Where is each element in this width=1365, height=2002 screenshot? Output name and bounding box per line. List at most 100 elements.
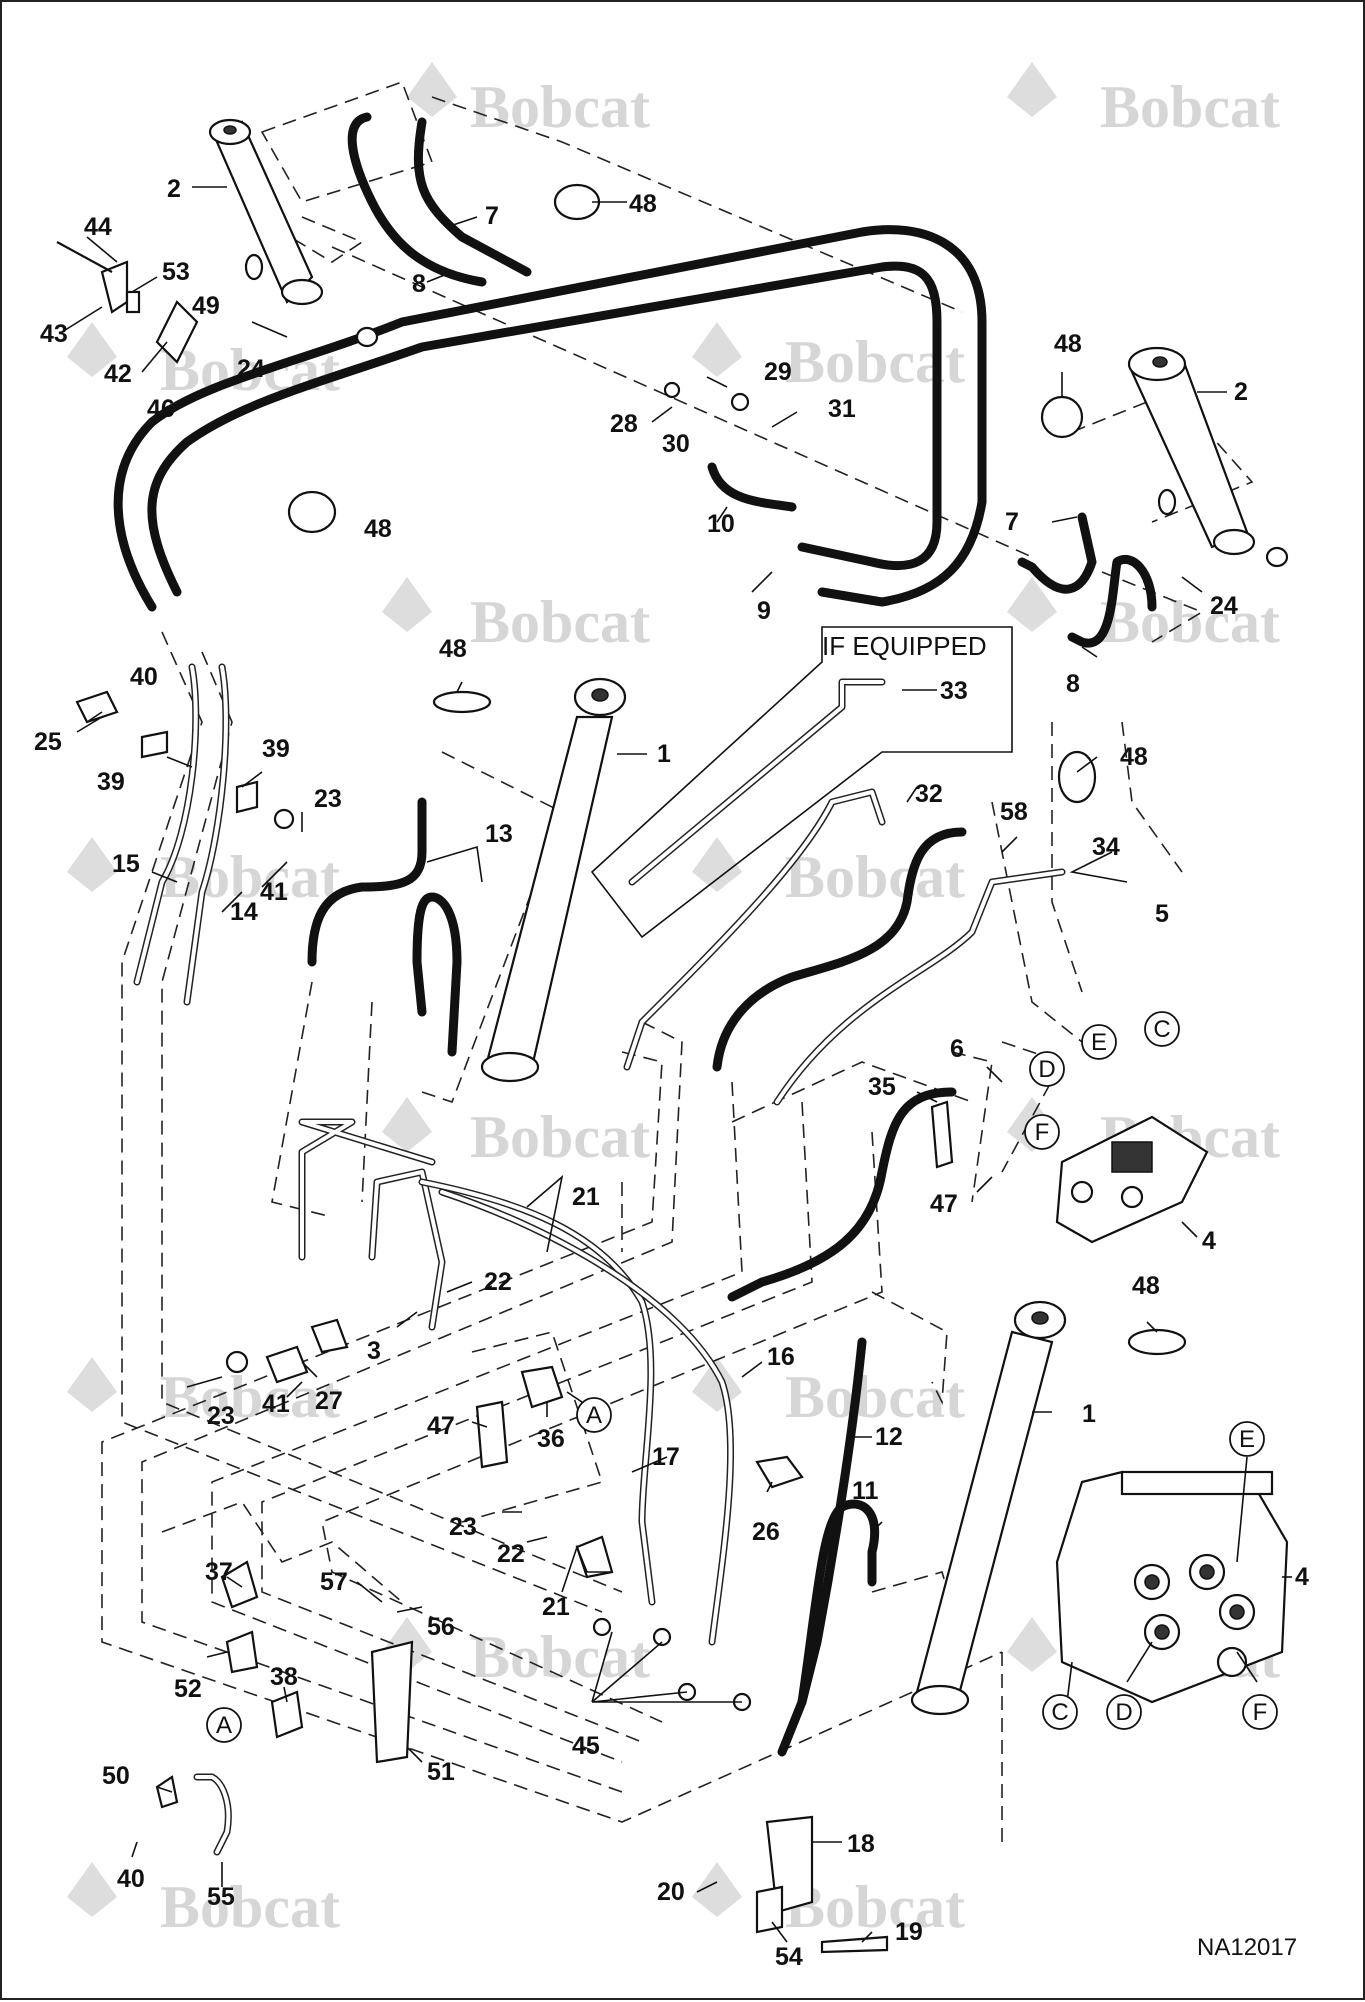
callout-label: 18 <box>847 1830 875 1858</box>
callout-label: 48 <box>1132 1272 1160 1300</box>
o-ring-45a <box>592 1617 612 1637</box>
if-equipped-label: IF EQUIPPED <box>822 631 987 661</box>
callout-label: 22 <box>484 1268 512 1296</box>
callout-label: 41 <box>260 878 288 906</box>
callout-label: 8 <box>1066 670 1080 698</box>
port-marker-c-bottom: C <box>1042 1694 1078 1730</box>
callout-label: 14 <box>230 898 258 926</box>
watermark-logo: Bobcat <box>1007 577 1280 655</box>
callout-label: 43 <box>40 320 68 348</box>
callout-label: 30 <box>662 430 690 458</box>
callout-label: 7 <box>1005 508 1019 536</box>
parts <box>56 118 1289 1954</box>
control-valve-4-bottom <box>1055 1470 1289 1704</box>
watermark-text: Bobcat <box>160 844 340 910</box>
o-ring-24c <box>1157 488 1177 516</box>
callout-label: 24 <box>1210 592 1238 620</box>
block-50 <box>155 1775 179 1809</box>
watermark-logo: Bobcat <box>382 1097 650 1170</box>
port-marker-text: A <box>586 1402 602 1429</box>
callout-label: 47 <box>427 1412 455 1440</box>
watermark-text: Bobcat <box>160 337 340 403</box>
washer-41b <box>225 1350 249 1374</box>
tie-strap-48e <box>432 690 492 714</box>
callout-label: 48 <box>1120 743 1148 771</box>
callout-label: 48 <box>439 635 467 663</box>
o-ring-24a <box>244 253 264 281</box>
watermark-text: Bobcat <box>785 1364 965 1430</box>
port-marker-e-top: E <box>1081 1024 1117 1060</box>
hose-13-a <box>307 797 427 967</box>
port-marker-a-38: A <box>206 1707 242 1743</box>
callout-label: 11 <box>852 1477 879 1505</box>
watermark-logo: Bobcat <box>382 577 650 655</box>
watermark-text: Bobcat <box>160 1874 340 1940</box>
watermark-logo: Bobcat <box>1007 62 1280 140</box>
callout-label: 8 <box>412 270 426 298</box>
callout-label: 33 <box>940 677 968 705</box>
callout-label: 48 <box>1054 330 1082 358</box>
clamp-47a <box>930 1100 954 1169</box>
hose-8-right <box>1067 554 1157 648</box>
tie-strap-48b <box>287 490 337 534</box>
callout-label: 39 <box>262 735 290 763</box>
callout-label: 31 <box>828 395 856 423</box>
watermark-text: Bobcat <box>470 74 650 140</box>
hose-7-left <box>413 117 532 277</box>
callout-label: 20 <box>657 1878 685 1906</box>
callout-label: 41 <box>262 1390 290 1418</box>
hose-58 <box>712 827 967 1072</box>
callout-label: 13 <box>485 820 513 848</box>
callout-label: 35 <box>868 1073 896 1101</box>
callout-label: 40 <box>130 663 158 691</box>
hose-loop-9-10 <box>113 225 987 612</box>
callout-label: 52 <box>174 1675 202 1703</box>
watermark-text: Bobcat <box>470 1624 650 1690</box>
hose-8-left <box>347 112 487 287</box>
callout-label: 58 <box>1000 798 1028 826</box>
port-marker-text: D <box>1115 1699 1132 1726</box>
port-marker-d-top: D <box>1029 1051 1065 1087</box>
callout-label: 36 <box>537 1425 565 1453</box>
watermark-logo: Bobcat <box>67 1862 340 1940</box>
callout-label: 38 <box>270 1663 298 1691</box>
hoses <box>307 112 1157 1757</box>
hose-13-b <box>412 892 462 1057</box>
watermark-logo: Bobcat <box>692 322 965 395</box>
block-27a <box>265 1345 309 1384</box>
callout-label: 40 <box>117 1865 145 1893</box>
watermark-text: Bobcat <box>470 589 650 655</box>
callout-label: 45 <box>572 1732 600 1760</box>
callout-label: 9 <box>757 597 771 625</box>
washer-41a <box>273 808 295 830</box>
port-marker-text: C <box>1051 1699 1068 1726</box>
callout-label: 21 <box>572 1183 600 1211</box>
watermark-logo: Bobcat <box>67 322 340 403</box>
o-ring-24d <box>1265 546 1289 568</box>
callout-label: 21 <box>542 1593 570 1621</box>
tube-15 <box>133 663 200 986</box>
hose-11 <box>777 1499 880 1757</box>
callout-label: 23 <box>207 1402 235 1430</box>
callout-label: 49 <box>192 292 220 320</box>
cylinder-1-bottom <box>910 1300 1067 1716</box>
callout-label: 4 <box>1295 1563 1309 1591</box>
callout-label: 4 <box>1202 1227 1216 1255</box>
port-marker-text: F <box>1253 1699 1268 1726</box>
callout-label: 23 <box>314 785 342 813</box>
callout-label: 48 <box>629 190 657 218</box>
cylinder-2-left <box>208 118 324 306</box>
fitting-52 <box>225 1630 259 1674</box>
callout-label: 2 <box>167 175 181 203</box>
hose-35 <box>727 1087 957 1302</box>
callout-label: 54 <box>775 1943 803 1971</box>
o-ring-45b <box>652 1627 672 1647</box>
port-marker-c-top: C <box>1144 1011 1180 1047</box>
plate-54 <box>755 1885 784 1934</box>
callout-label: 2 <box>1234 378 1248 406</box>
callout-label: 48 <box>364 515 392 543</box>
leader-lines <box>61 186 1292 1943</box>
cylinder-1-top <box>480 677 627 1083</box>
tube-3b <box>368 1168 446 1331</box>
